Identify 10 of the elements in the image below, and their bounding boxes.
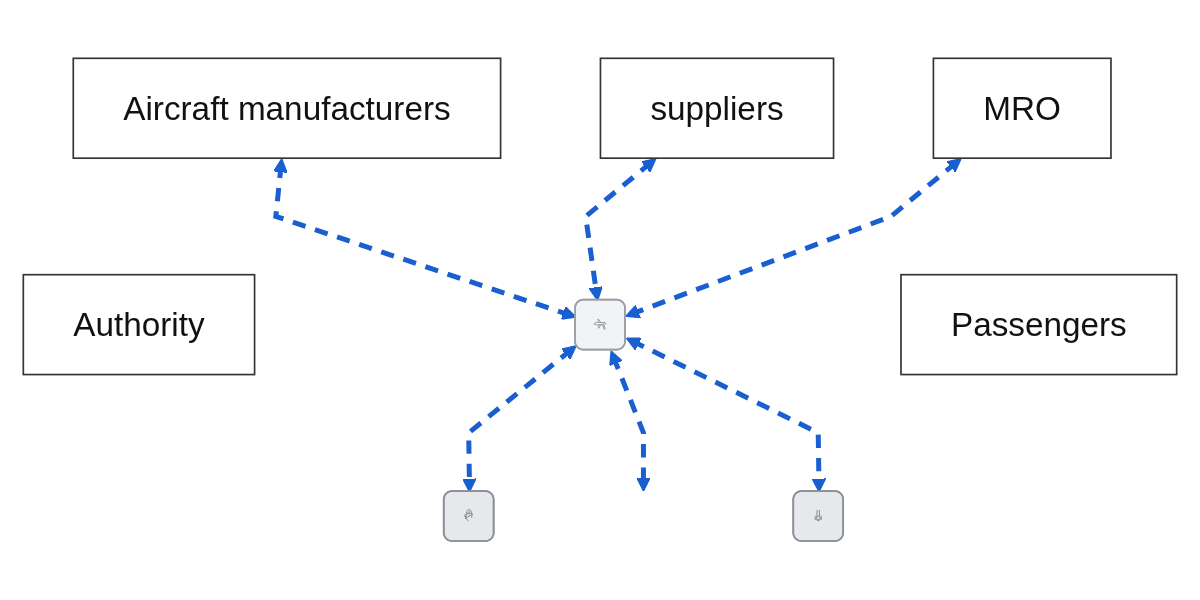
arrow <box>625 158 962 319</box>
node-box: Passengers <box>900 274 1178 376</box>
node-box: MRO <box>932 57 1112 160</box>
arrow <box>462 345 577 493</box>
arrow <box>625 337 827 493</box>
node-box: Authority <box>22 274 256 376</box>
node-box: suppliers <box>599 57 835 160</box>
node-box: Aircraft manufacturers <box>72 57 502 160</box>
arrow <box>609 350 651 493</box>
arrow <box>583 158 657 302</box>
